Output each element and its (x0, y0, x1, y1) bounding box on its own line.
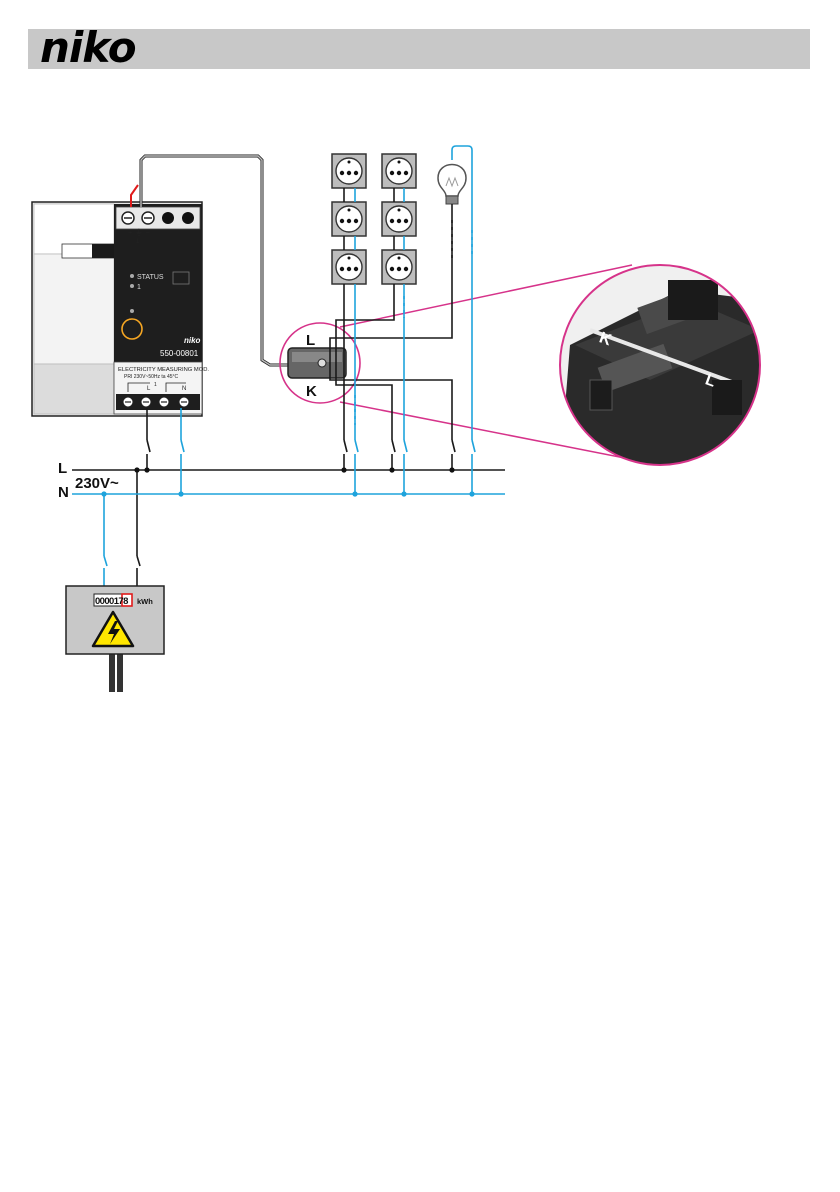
top-terminal-labels: + ⏚ − (128, 228, 150, 237)
lightbulb-icon (438, 165, 466, 205)
socket-column-2 (382, 154, 416, 284)
bottom-terminal-N: N (182, 386, 186, 392)
meter-digits: 0000178 (95, 596, 128, 607)
module-rating: PRI 230V~50Hz ta 45°C (124, 374, 179, 380)
measuring-module: + ⏚ − 1 STATUS 1 niko 550-00801 ELECTRIC… (32, 202, 209, 416)
current-clamp (288, 348, 346, 378)
module-model: 550-00801 (160, 349, 199, 358)
clamp-label-L: L (306, 332, 315, 349)
module-title: ELECTRICITY MEASURING MOD. (118, 367, 209, 373)
status-label: STATUS (137, 274, 164, 281)
clamp-label-K: K (306, 383, 317, 400)
mains-neutral-label: N (58, 484, 69, 501)
mains-voltage-label: 230V~ (75, 475, 119, 492)
channel-label: 1 (137, 284, 141, 291)
channel-led (130, 284, 134, 288)
meter-unit: kWh (137, 597, 153, 606)
junction-dots (101, 467, 474, 496)
mains-line-label: L (58, 460, 67, 477)
clamp-zoom-detail: K L (555, 260, 765, 470)
socket-column-1 (332, 154, 366, 284)
status-led (130, 274, 134, 278)
bottom-terminal-mid: 1 (154, 382, 157, 388)
electricity-meter: 0000178 kWh (66, 586, 164, 654)
module-brand: niko (184, 336, 201, 345)
